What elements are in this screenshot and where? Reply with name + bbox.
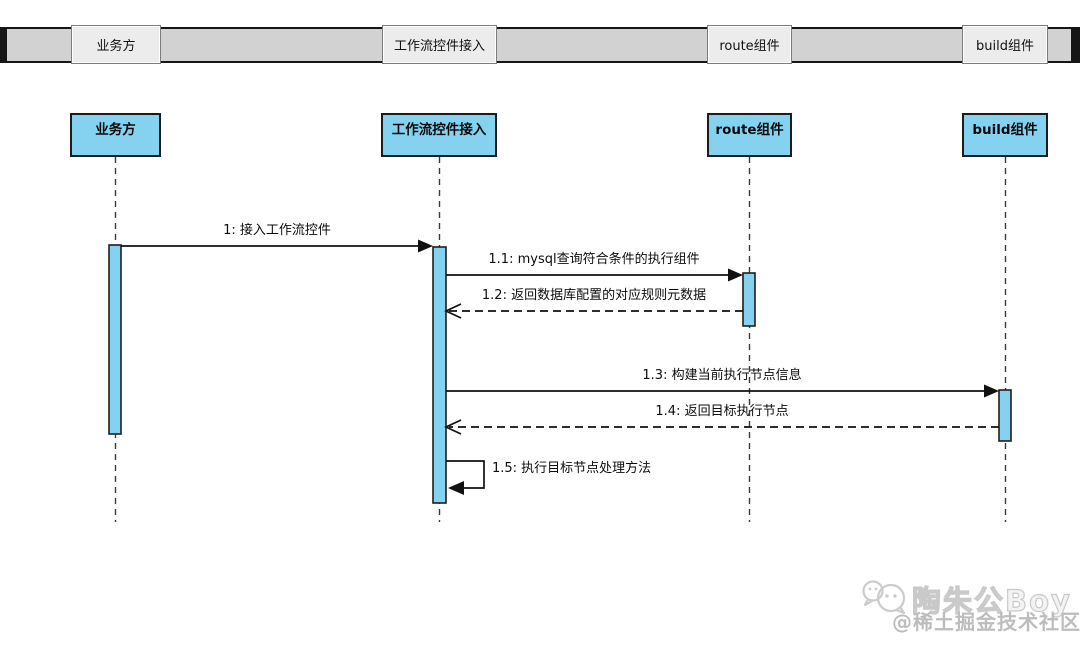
message-1-label: 1: 接入工作流控件 [223, 223, 331, 238]
header-tab-build-component[interactable]: build组件 [962, 25, 1048, 64]
participant-workflow-control: 工作流控件接入 [381, 113, 497, 157]
activation-route-component [742, 272, 756, 327]
message-1-5-arrowhead-icon [448, 481, 464, 495]
activation-workflow-control [432, 246, 447, 504]
message-1-5-loop [446, 460, 485, 489]
watermark: 陶朱公Boy @稀土掘金技术社区 [848, 572, 1080, 640]
participant-business: 业务方 [70, 113, 161, 157]
message-1-2-arrowhead-icon [443, 303, 462, 319]
message-1-5-label: 1.5: 执行目标节点处理方法 [492, 461, 652, 476]
message-1-2-label: 1.2: 返回数据库配置的对应规则元数据 [481, 288, 707, 303]
message-1-3-arrowhead-icon [984, 384, 999, 398]
activation-build-component [998, 389, 1012, 442]
header-tab-route-component[interactable]: route组件 [707, 25, 792, 64]
activation-business [108, 244, 122, 435]
header-right-edge [1071, 27, 1080, 63]
message-1-1-arrowhead-icon [728, 268, 743, 282]
message-1-4-arrowhead-icon [443, 419, 462, 435]
watermark-title: 陶朱公Boy [911, 583, 1072, 618]
message-1-arrowhead-icon [418, 239, 433, 253]
message-1-3-label: 1.3: 构建当前执行节点信息 [642, 368, 802, 383]
participant-header-bar [0, 27, 1080, 63]
participant-build-component: build组件 [962, 113, 1048, 157]
message-1-1-label: 1.1: mysql查询符合条件的执行组件 [488, 252, 700, 267]
header-tab-workflow-control[interactable]: 工作流控件接入 [382, 25, 497, 64]
chat-bubbles-icon [862, 580, 906, 615]
header-tab-business[interactable]: 业务方 [71, 25, 161, 64]
participant-route-component: route组件 [707, 113, 792, 157]
header-left-edge [0, 27, 7, 63]
watermark-subtitle: @稀土掘金技术社区 [892, 610, 1080, 634]
message-1-4-label: 1.4: 返回目标执行节点 [655, 404, 789, 419]
